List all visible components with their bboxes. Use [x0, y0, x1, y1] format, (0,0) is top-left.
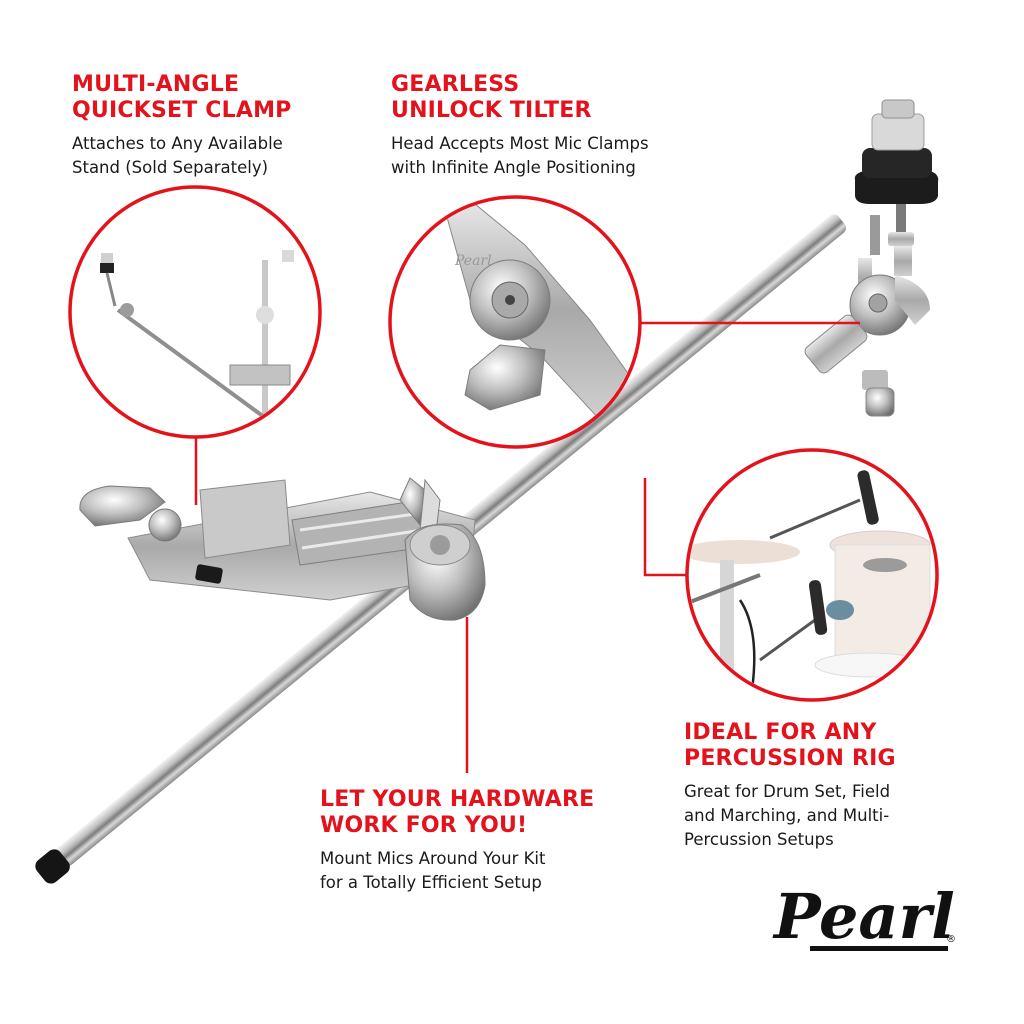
callout-title: LET YOUR HARDWARE WORK FOR YOU!	[320, 787, 650, 839]
desc-line: Attaches to Any Available	[72, 134, 283, 153]
unilock-tilter-head	[804, 99, 939, 417]
desc-line: for a Totally Efficient Setup	[320, 873, 542, 892]
callout-quickset-clamp: MULTI-ANGLE QUICKSET CLAMP Attaches to A…	[72, 72, 362, 180]
connector-lines	[194, 321, 860, 773]
callout-title: IDEAL FOR ANY PERCUSSION RIG	[684, 720, 984, 772]
callout-description: Head Accepts Most Mic Clamps with Infini…	[391, 132, 731, 180]
callout-title: GEARLESS UNILOCK TILTER	[391, 72, 731, 124]
desc-line: Great for Drum Set, Field	[684, 782, 891, 801]
connector-rig	[643, 478, 687, 577]
logo-underline	[810, 946, 948, 951]
tilter-closeup-detail: Pearl	[388, 195, 642, 449]
pearl-logo: Pearl ®	[772, 880, 956, 953]
desc-line: with Infinite Angle Positioning	[391, 158, 636, 177]
title-line: LET YOUR HARDWARE	[320, 787, 595, 812]
logo-wordmark: Pearl	[772, 880, 955, 953]
callout-percussion-rig: IDEAL FOR ANY PERCUSSION RIG Great for D…	[684, 720, 984, 852]
title-line: WORK FOR YOU!	[320, 813, 528, 838]
clamp-on-stand-detail	[68, 185, 322, 439]
title-line: UNILOCK TILTER	[391, 98, 592, 123]
desc-line: Stand (Sold Separately)	[72, 158, 269, 177]
title-line: QUICKSET CLAMP	[72, 98, 292, 123]
desc-line: Mount Mics Around Your Kit	[320, 849, 546, 868]
callout-description: Great for Drum Set, Field and Marching, …	[684, 780, 984, 852]
drum-kit-mics-detail	[685, 448, 939, 702]
quickset-clamp	[79, 477, 486, 621]
rubber-end-cap	[35, 849, 70, 884]
callout-unilock-tilter: GEARLESS UNILOCK TILTER Head Accepts Mos…	[391, 72, 731, 180]
title-line: MULTI-ANGLE	[72, 72, 240, 97]
title-line: IDEAL FOR ANY	[684, 720, 877, 745]
title-line: GEARLESS	[391, 72, 520, 97]
desc-line: and Marching, and Multi-	[684, 806, 890, 825]
svg-text:Pearl: Pearl	[454, 253, 492, 269]
callout-hardware: LET YOUR HARDWARE WORK FOR YOU! Mount Mi…	[320, 787, 650, 895]
title-line: PERCUSSION RIG	[684, 746, 896, 771]
callout-description: Mount Mics Around Your Kit for a Totally…	[320, 847, 650, 895]
callout-title: MULTI-ANGLE QUICKSET CLAMP	[72, 72, 362, 124]
desc-line: Percussion Setups	[684, 830, 834, 849]
callout-description: Attaches to Any Available Stand (Sold Se…	[72, 132, 362, 180]
desc-line: Head Accepts Most Mic Clamps	[391, 134, 649, 153]
registered-mark: ®	[946, 934, 956, 945]
